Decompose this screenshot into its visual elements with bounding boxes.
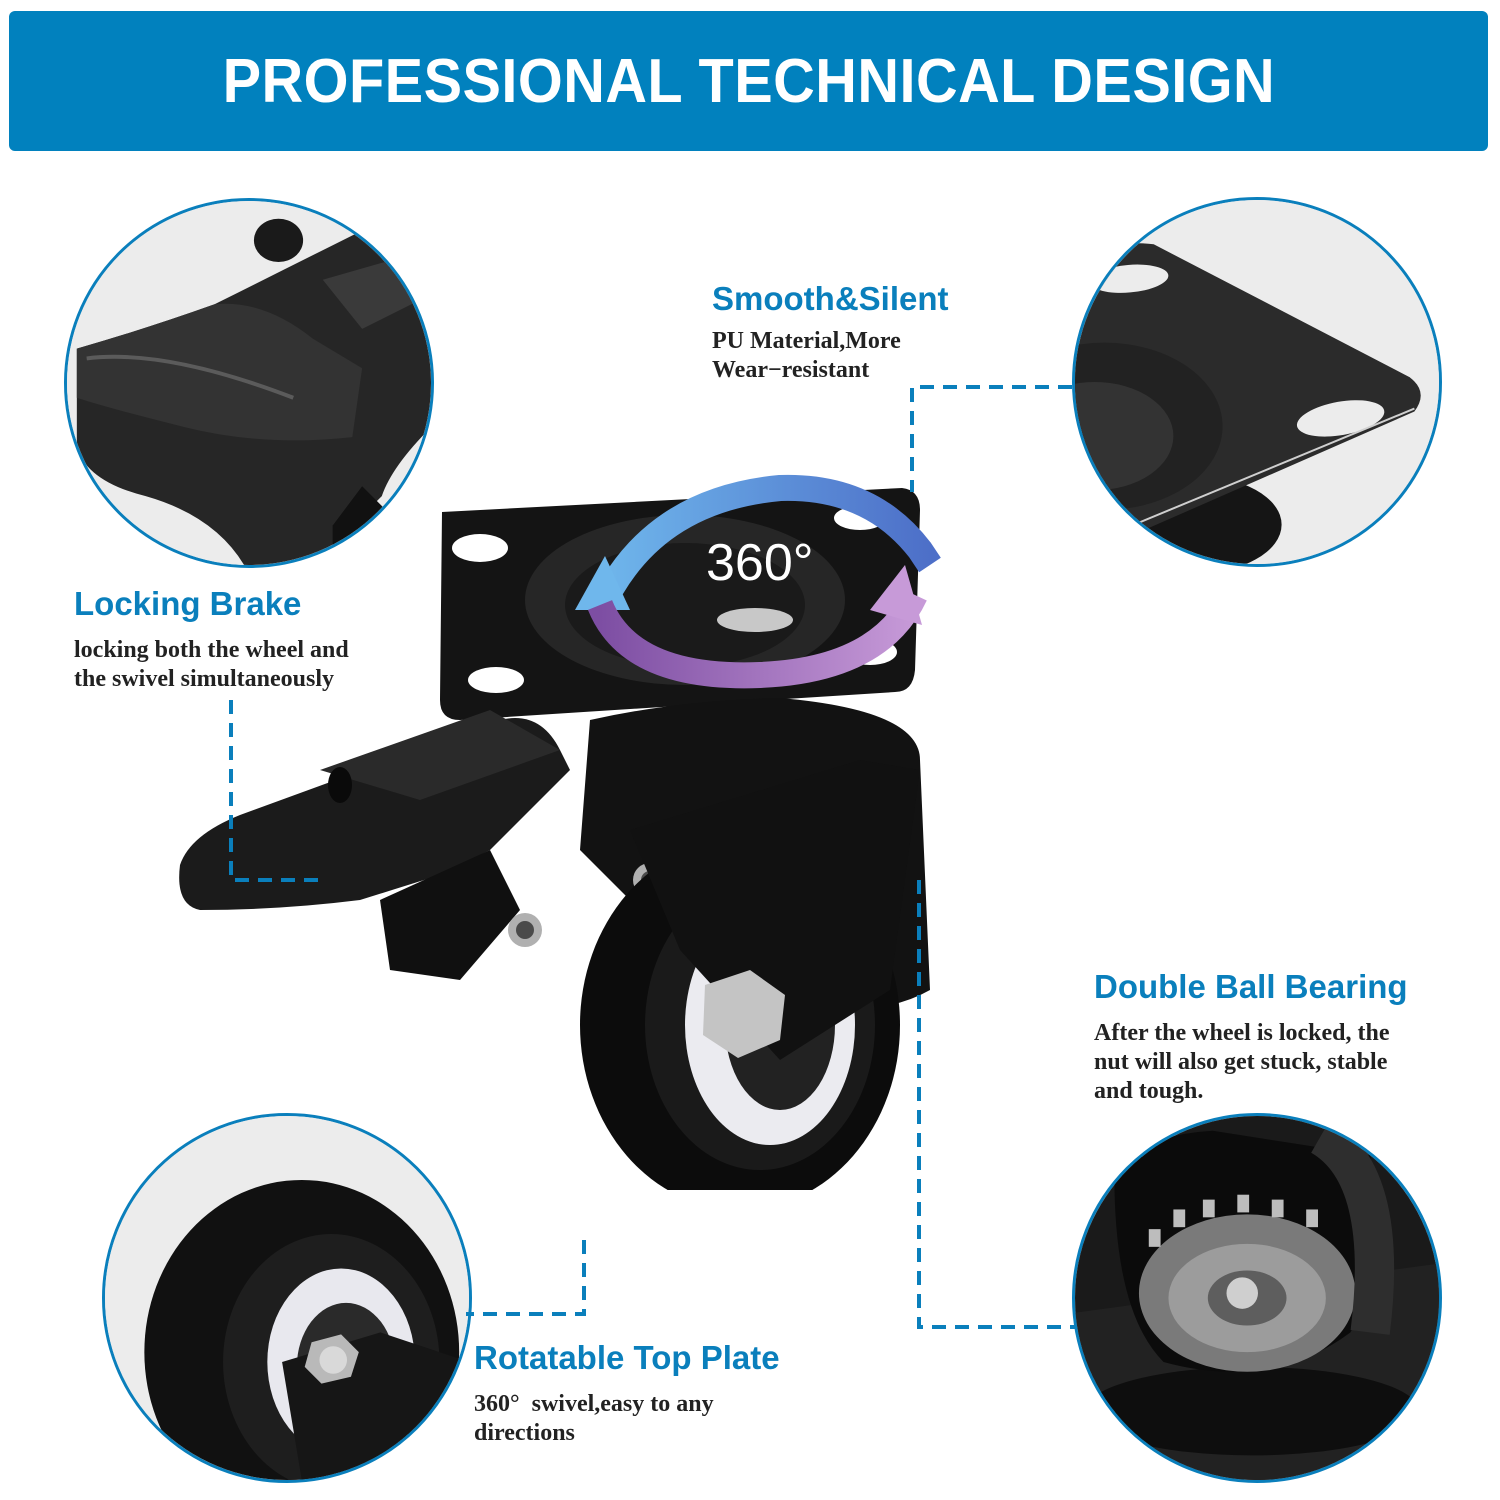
caster-product-image [160,470,960,1190]
feature-rotatable-top-plate: Rotatable Top Plate 360° swivel,easy to … [474,1338,780,1448]
feature-double-ball-bearing: Double Ball Bearing After the wheel is l… [1094,967,1408,1106]
header-banner: PROFESSIONAL TECHNICAL DESIGN [9,11,1488,151]
brake-pedal-icon [67,201,431,565]
feature-description: locking both the wheel and the swivel si… [74,636,349,694]
desc-line: directions [474,1420,575,1446]
feature-description: 360° swivel,easy to any directions [474,1390,780,1448]
desc-line: and tough. [1094,1078,1204,1104]
wheel-hub-icon [105,1116,469,1480]
feature-locking-brake: Locking Brake locking both the wheel and… [74,584,349,694]
desc-line: After the wheel is locked, the [1094,1020,1390,1046]
feature-title: Locking Brake [74,585,302,622]
feature-description: PU Material,More Wear−resistant [712,327,949,385]
desc-line: 360° swivel,easy to any [474,1391,714,1417]
desc-line: Wear−resistant [712,357,870,383]
feature-title: Rotatable Top Plate [474,1339,780,1376]
feature-smooth-silent: Smooth&Silent PU Material,More Wear−resi… [712,279,949,385]
swivel-caster-icon [179,474,941,1190]
ball-bearing-icon [1075,1116,1439,1480]
desc-line: the swivel simultaneously [74,666,335,692]
wheel-detail-circle [102,1113,472,1483]
feature-title: Double Ball Bearing [1094,968,1408,1005]
brake-detail-circle [64,198,434,568]
bearing-detail-circle [1072,1113,1442,1483]
feature-description: After the wheel is locked, the nut will … [1094,1019,1408,1106]
top-plate-detail-circle [1072,197,1442,567]
desc-line: PU Material,More [712,328,901,354]
desc-line: locking both the wheel and [74,637,349,663]
desc-line: nut will also get stuck, stable [1094,1049,1388,1075]
banner-title: PROFESSIONAL TECHNICAL DESIGN [222,46,1275,116]
feature-title: Smooth&Silent [712,280,949,317]
mounting-plate-icon [1075,200,1439,564]
rotation-360-label: 360° [706,534,814,592]
